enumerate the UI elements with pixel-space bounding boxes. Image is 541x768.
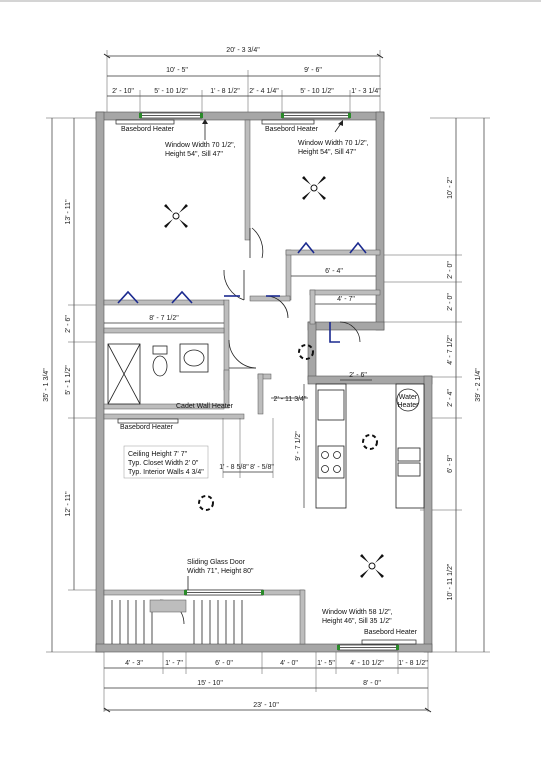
baseboard-heater-label: Basebord Heater bbox=[120, 424, 174, 431]
dim-bot-seg6: 4' - 10 1/2" bbox=[350, 660, 384, 667]
dim-left-seg4: 12' - 11" bbox=[65, 491, 72, 517]
dim-top-seg6: 1' - 3 1/4" bbox=[351, 88, 381, 95]
note-ceiling-height: Ceiling Height 7' 7" bbox=[128, 451, 188, 458]
top-dimensions: 20' - 3 3/4" 10' - 5" 9' - 6" 2' - 10" 5… bbox=[106, 47, 381, 112]
right-dimensions: 39' - 2 1/4" 10' - 2" 2' - 0" 2' - 0" 4'… bbox=[380, 117, 490, 653]
dim-right-seg1: 10' - 2" bbox=[447, 177, 454, 199]
ceiling-light-icon bbox=[298, 344, 314, 360]
dim-hall-w: 2' - 11 3/4" bbox=[274, 396, 307, 403]
sliding-door-label: Sliding Glass Door bbox=[187, 559, 246, 566]
dim-bot-seg5: 1' - 5" bbox=[317, 660, 335, 667]
refrigerator-icon bbox=[317, 389, 345, 421]
window-note: Window Width 58 1/2", bbox=[322, 609, 393, 616]
dim-top-seg1: 2' - 10" bbox=[112, 88, 134, 95]
dim-bot-mid-left: 15' - 10" bbox=[197, 680, 223, 687]
dim-closet-2: 4' - 7" bbox=[337, 296, 355, 303]
baseboard-heater-label: Basebord Heater bbox=[364, 629, 418, 636]
dim-bot-total: 23' - 10" bbox=[253, 702, 279, 709]
dim-right-seg3: 2' - 0" bbox=[447, 293, 454, 311]
dim-bot-seg1: 4' - 3" bbox=[125, 660, 143, 667]
dim-kitchen-w: 2' - 6" bbox=[349, 372, 367, 379]
dim-top-seg5: 5' - 10 1/2" bbox=[300, 88, 334, 95]
dim-bot-seg7: 1' - 8 1/2" bbox=[398, 660, 428, 667]
note-closet-width: Typ. Closet Width 2' 0" bbox=[128, 460, 199, 467]
stove-icon bbox=[317, 445, 345, 479]
window-note: Height 54", Sill 47" bbox=[165, 151, 223, 158]
window-note: Height 46", Sill 35 1/2" bbox=[322, 618, 392, 625]
dim-right-seg6: 6' - 9" bbox=[447, 455, 454, 473]
general-notes: Ceiling Height 7' 7" Typ. Closet Width 2… bbox=[123, 445, 209, 479]
dim-closet-1: 6' - 4" bbox=[325, 268, 343, 275]
dim-bot-mid-right: 8' - 0" bbox=[363, 680, 381, 687]
dim-bot-seg2: 1' - 7" bbox=[165, 660, 183, 667]
dim-bot-seg4: 4' - 0" bbox=[280, 660, 298, 667]
dim-left-seg2: 2' - 6" bbox=[65, 315, 72, 333]
dim-closet-3: 8' - 7 1/2" bbox=[149, 315, 179, 322]
dim-top-seg3: 1' - 8 1/2" bbox=[210, 88, 240, 95]
note-interior-walls: Typ. Interior Walls 4 3/4" bbox=[128, 469, 204, 476]
dim-right-seg5: 2' - 4" bbox=[447, 389, 454, 407]
dim-mid-2: 8' - 5/8" bbox=[250, 464, 274, 471]
window-note: Window Width 70 1/2", bbox=[165, 142, 236, 149]
sliding-door-label: Width 71", Height 80" bbox=[187, 568, 254, 575]
stairs bbox=[111, 599, 243, 644]
ceiling-fan-icon bbox=[360, 554, 384, 578]
dim-left-seg1: 13' - 11" bbox=[65, 199, 72, 225]
dim-top-left: 10' - 5" bbox=[166, 67, 188, 74]
ceiling-light-icon bbox=[362, 434, 378, 450]
sink-icon bbox=[179, 343, 209, 373]
dim-top-total: 20' - 3 3/4" bbox=[226, 47, 260, 54]
dim-top-seg4: 2' - 4 1/4" bbox=[249, 88, 279, 95]
ceiling-light-icon bbox=[198, 495, 214, 511]
dim-bot-seg3: 6' - 0" bbox=[215, 660, 233, 667]
ceiling-fan-icon bbox=[302, 176, 326, 200]
dim-left-total: 35' - 1 3/4" bbox=[43, 368, 50, 402]
water-heater-icon bbox=[396, 388, 420, 412]
left-dimensions: 35' - 1 3/4" 13' - 11" 2' - 6" 5' - 1 1/… bbox=[43, 117, 96, 653]
window-note: Window Width 70 1/2", bbox=[298, 140, 369, 147]
baseboard-heater-label: Basebord Heater bbox=[265, 126, 319, 133]
closet-doors bbox=[117, 241, 367, 343]
interior-dimensions: 6' - 4" 4' - 7" 8' - 7 1/2" 2' - 6" 2' -… bbox=[104, 268, 376, 508]
kitchen-sink-icon bbox=[397, 447, 421, 477]
baseboard-heater-label: Basebord Heater bbox=[121, 126, 175, 133]
window-note: Height 54", Sill 47" bbox=[298, 149, 356, 156]
dim-right-seg2: 2' - 0" bbox=[447, 261, 454, 279]
windows bbox=[139, 112, 399, 651]
cadet-heater-label: Cadet Wall Heater bbox=[176, 403, 234, 410]
dim-right-seg7: 10' - 11 1/2" bbox=[447, 563, 454, 600]
dim-top-seg2: 5' - 10 1/2" bbox=[154, 88, 188, 95]
dim-right-seg4: 4' - 7 1/2" bbox=[447, 335, 454, 365]
ceiling-fan-icon bbox=[164, 204, 188, 228]
water-heater-label: Water bbox=[399, 394, 418, 401]
exterior-walls bbox=[95, 111, 433, 653]
dim-top-right: 9' - 6" bbox=[304, 67, 322, 74]
shower-icon bbox=[107, 343, 141, 405]
dim-kitchen-h: 9' - 7 1/2" bbox=[295, 431, 302, 461]
dim-right-total: 39' - 2 1/4" bbox=[475, 368, 482, 402]
dim-left-seg3: 5' - 1 1/2" bbox=[65, 365, 72, 395]
toilet-icon bbox=[152, 345, 168, 377]
bottom-dimensions: 4' - 3" 1' - 7" 6' - 0" 4' - 0" 1' - 5" … bbox=[103, 652, 428, 712]
water-heater-label: Heater bbox=[397, 402, 419, 409]
dim-mid-1: 1' - 8 5/8" bbox=[219, 464, 249, 471]
